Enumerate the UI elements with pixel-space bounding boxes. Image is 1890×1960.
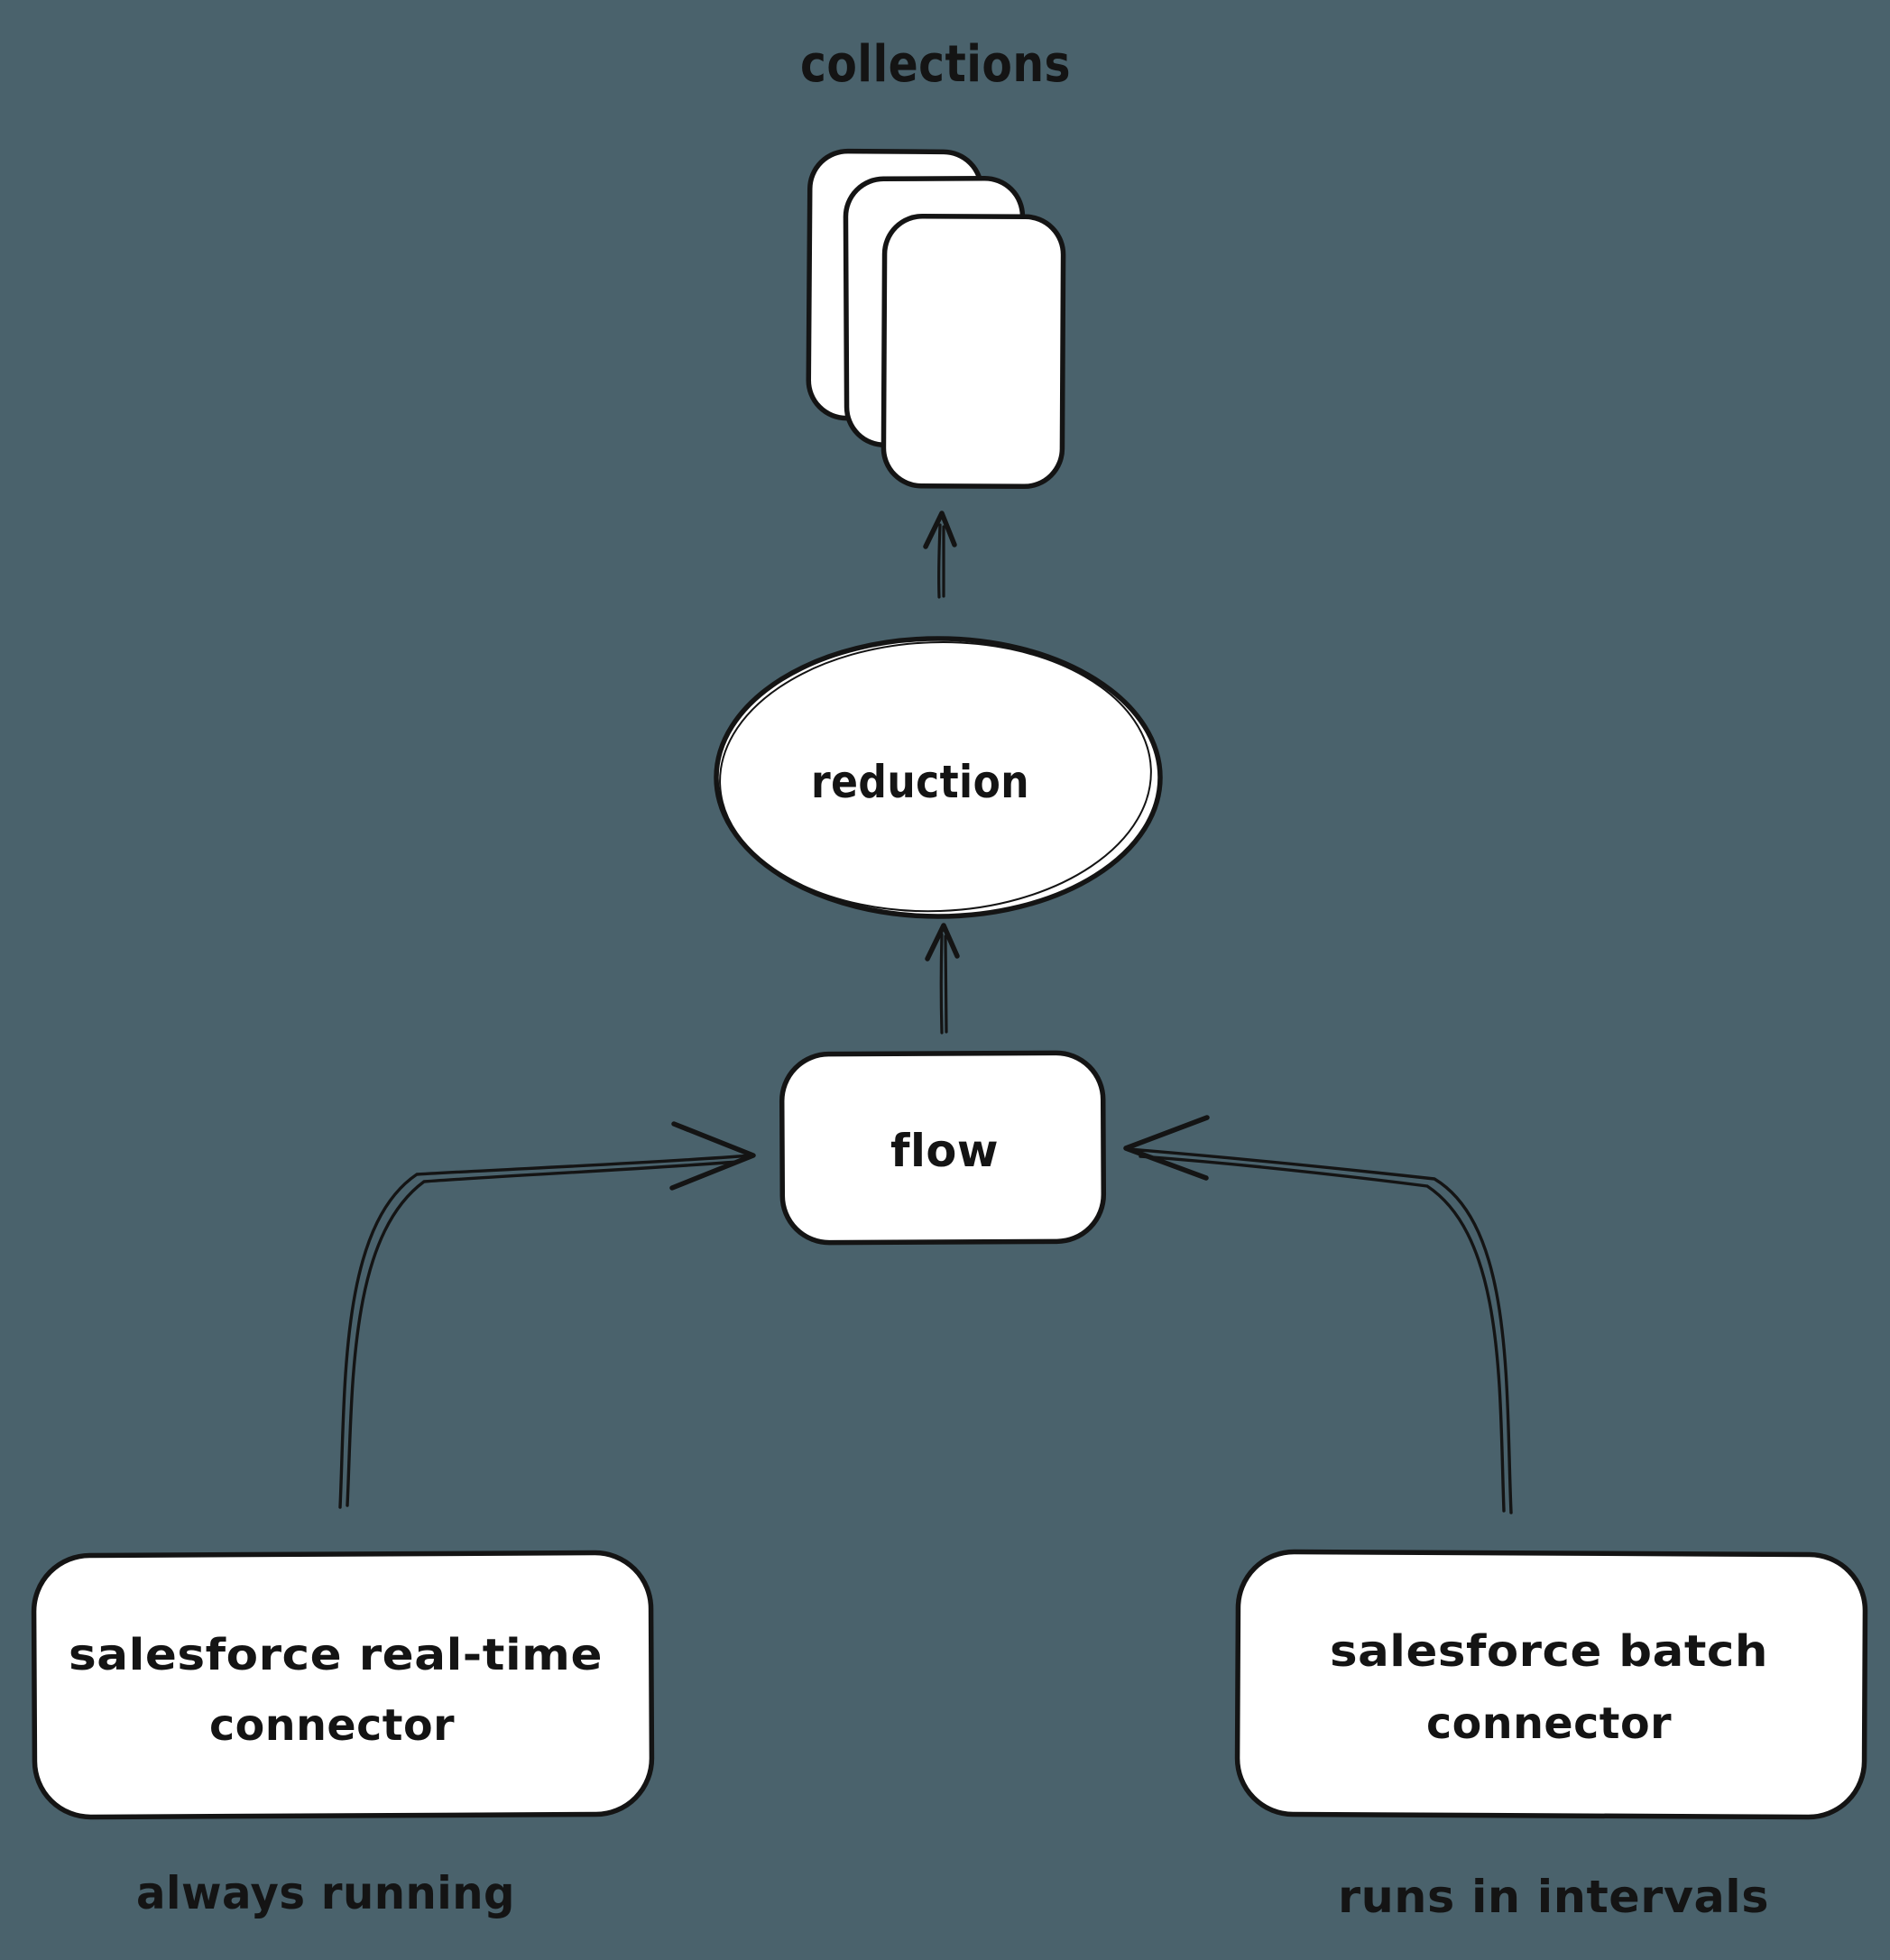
- batch-caption: runs in intervals: [1338, 1871, 1769, 1923]
- arrow-head: [1123, 1115, 1210, 1181]
- collection-card-front: [880, 213, 1066, 490]
- arrow-curve: [1127, 1147, 1513, 1514]
- realtime-caption: always running: [136, 1867, 515, 1919]
- realtime-connector-node: salesforce real-time connector: [31, 1550, 655, 1820]
- flow-node: flow: [779, 1050, 1107, 1246]
- flow-box: [779, 1050, 1107, 1246]
- reduction-label: reduction: [811, 756, 1029, 808]
- arrow-head: [925, 923, 960, 962]
- arrow-head: [923, 511, 957, 549]
- batch-connector-node: salesforce batch connector: [1234, 1549, 1868, 1820]
- batch-connector-label-line1: salesforce batch: [1330, 1626, 1768, 1677]
- arrow-batch-to-flow-icon: [1123, 1115, 1513, 1514]
- collections-label: collections: [800, 35, 1071, 94]
- arrow-shaft: [936, 523, 942, 599]
- realtime-connector-box: [31, 1550, 655, 1820]
- batch-connector-label-line2: connector: [1426, 1698, 1672, 1749]
- batch-connector-box: [1234, 1549, 1868, 1820]
- realtime-connector-label-line2: connector: [209, 1700, 455, 1751]
- arrow-reduction-to-collections-icon: [923, 511, 957, 599]
- realtime-connector-label-line1: salesforce real-time: [69, 1630, 603, 1680]
- arrow-shaft: [939, 933, 944, 1035]
- collections-stack-icon: [806, 148, 1066, 490]
- arrow-curve: [346, 1160, 740, 1507]
- flow-label: flow: [890, 1125, 999, 1177]
- reduction-ellipse: [714, 636, 1163, 919]
- arrow-realtime-to-flow-icon: [338, 1121, 756, 1509]
- arrow-curve: [1139, 1155, 1506, 1513]
- arrow-head: [669, 1121, 756, 1191]
- arrow-flow-to-reduction-icon: [925, 923, 960, 1035]
- reduction-node: reduction: [714, 636, 1163, 919]
- arrow-curve: [338, 1154, 753, 1509]
- reduction-ellipse-sketch-line: [719, 640, 1152, 913]
- arrow-shaft: [944, 934, 948, 1034]
